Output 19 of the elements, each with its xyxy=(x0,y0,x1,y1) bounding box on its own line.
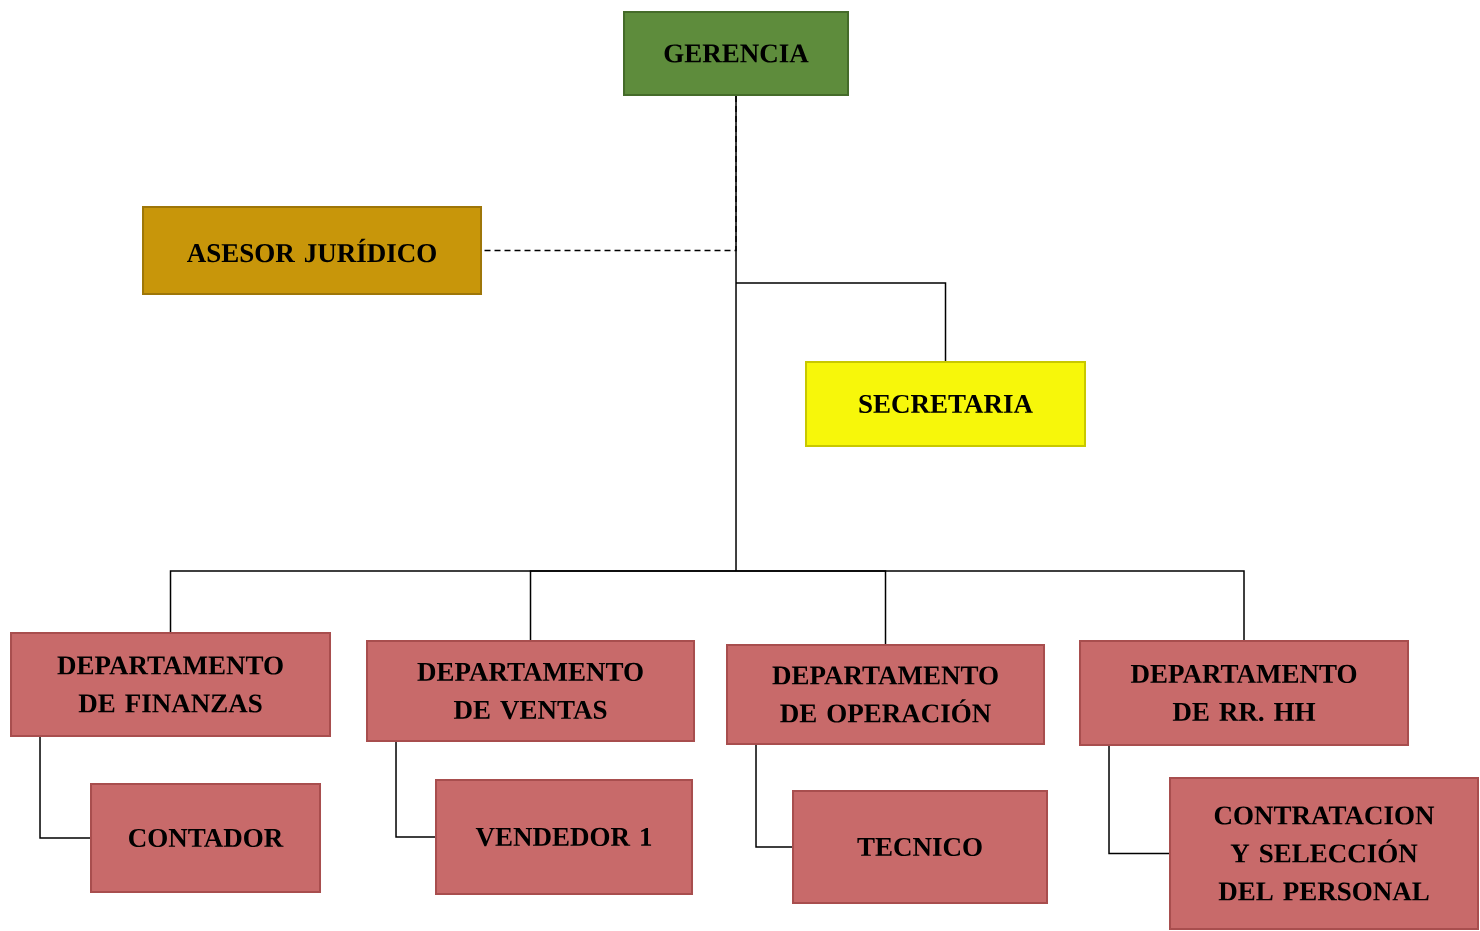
connector-line xyxy=(735,570,1245,641)
org-box: CONTRATACION Y SELECCIÓN DEL PERSONAL xyxy=(1169,777,1479,930)
connector-line xyxy=(1108,745,1170,855)
connector-line xyxy=(735,95,737,572)
org-box: DEPARTAMENTO DE OPERACIÓN xyxy=(726,644,1045,745)
connector-line xyxy=(755,744,793,848)
org-box: SECRETARIA xyxy=(805,361,1086,447)
org-box: DEPARTAMENTO DE RR. HH xyxy=(1079,640,1409,746)
org-box: CONTADOR xyxy=(90,783,321,893)
org-box: DEPARTAMENTO DE FINANZAS xyxy=(10,632,331,737)
org-box: TECNICO xyxy=(792,790,1048,904)
connector-line xyxy=(735,282,947,362)
org-box: DEPARTAMENTO DE VENTAS xyxy=(366,640,695,742)
connector-line xyxy=(395,741,436,838)
org-box: GERENCIA xyxy=(623,11,849,96)
org-box: VENDEDOR 1 xyxy=(435,779,693,895)
org-box: ASESOR JURÍDICO xyxy=(142,206,482,295)
connector-line xyxy=(529,570,737,641)
connector-line xyxy=(39,736,91,839)
